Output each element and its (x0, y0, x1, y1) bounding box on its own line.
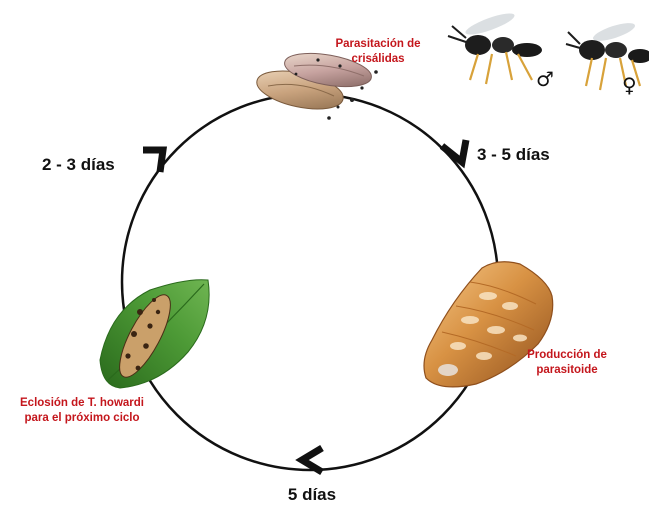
male-wasp-icon (448, 9, 542, 84)
stage-label-top-line1: Parasitación de (335, 38, 420, 50)
stage-label-top-line2: crisálidas (351, 53, 404, 65)
arrow-top-left (143, 150, 163, 172)
arrow-top-right (442, 140, 466, 162)
duration-label-bottom: 5 días (288, 485, 336, 504)
stage-label-right-line2: parasitoide (536, 364, 597, 376)
arrow-bottom (302, 448, 322, 472)
pupa-on-leaf-icon (100, 280, 209, 388)
stage-label-left-line2: para el próximo ciclo (24, 412, 139, 424)
stage-label-right-line1: Producción de (527, 349, 607, 361)
stage-label-left-line1: Eclosión de T. howardi (20, 397, 144, 409)
parasitized-pupa-icon (424, 262, 553, 387)
male-symbol: ♂ (536, 67, 554, 91)
duration-label-top-right: 3 - 5 días (477, 145, 550, 164)
female-symbol: ♀ (622, 73, 637, 97)
duration-label-top-left: 2 - 3 días (42, 155, 115, 174)
